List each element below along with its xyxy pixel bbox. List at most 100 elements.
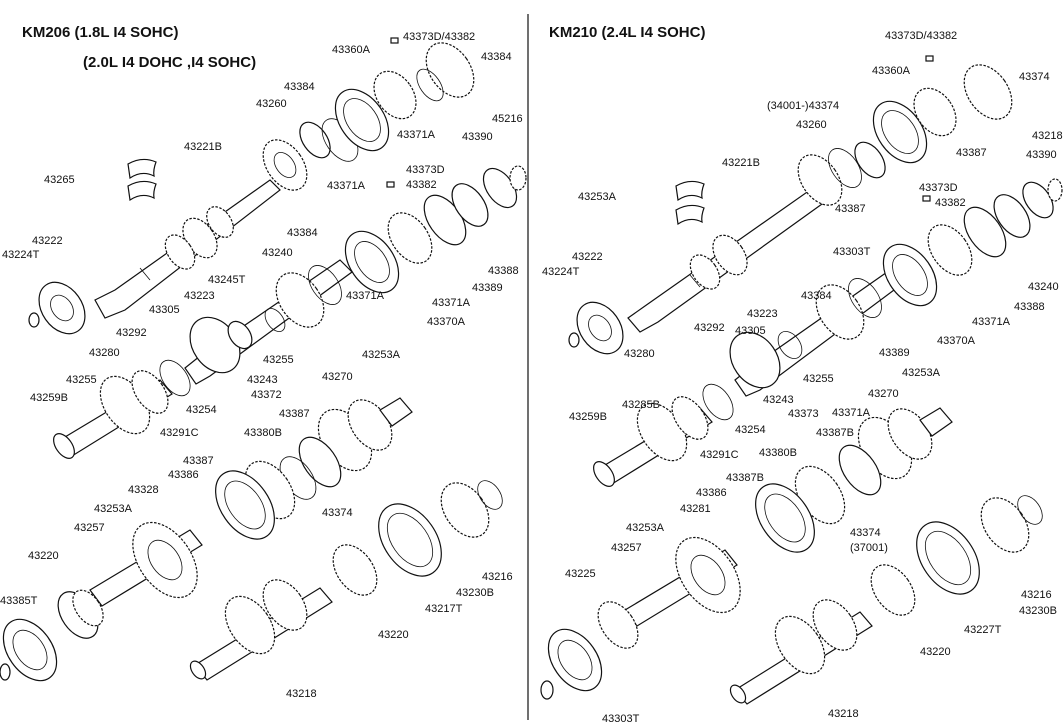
bushing-43265 [127,158,157,202]
right-part-label-8: 43390 [1026,149,1057,161]
bearing-race-43220-right [916,521,980,595]
left-part-label-14: 43224T [2,249,40,261]
left-part-label-29: 43370A [427,316,466,328]
right-part-label-31: 43254 [735,424,766,436]
right-part-label-14: 43224T [542,266,580,278]
right-part-label-45: 43225 [565,568,596,580]
right-part-label-43: 43374 [850,527,881,539]
right-part-label-34: 43270 [868,388,899,400]
left-part-label-23: 43259B [30,392,68,404]
left-part-label-28: 43371A [346,290,385,302]
right-part-label-16: 43384 [801,290,832,302]
bearing-43222 [38,281,86,335]
left-part-label-26: 43254 [186,404,217,416]
left-part-label-4: 43260 [256,98,287,110]
right-part-label-46: 43216 [1021,589,1052,601]
bearing-cup-43225 [547,628,603,692]
right-part-label-4: 43260 [796,119,827,131]
right-part-label-30: 43243 [763,394,794,406]
synchro-43380B [215,470,275,540]
gear-43240 [275,272,325,328]
left-part-label-35: 43380B [244,427,282,439]
left-part-label-1: 43360A [332,44,371,56]
left-part-label-34: 43387 [279,408,310,420]
right-parts [540,55,1063,705]
right-part-label-37: 43380B [759,447,797,459]
right-part-label-10: 43387 [956,147,987,159]
left-part-label-36: 43387 [183,455,214,467]
right-part-label-5: 43221B [722,157,760,169]
left-part-label-39: 43253A [94,503,133,515]
gear-43253A-right [675,536,741,614]
right-part-label-20: 43371A [972,316,1011,328]
left-part-label-46: 43216 [482,571,513,583]
synchro-43370A-right [882,243,938,307]
right-part-label-11: 43373D [919,182,958,194]
left-part-label-8: 43371A [327,180,366,192]
right-part-label-41: 43253A [626,522,665,534]
right-part-label-48: 43227T [964,624,1002,636]
left-upper-shaft [94,179,281,319]
right-part-label-7: 43218 [1032,130,1063,142]
synchro-43380B-right [755,483,815,553]
right-part-label-12: 43382 [935,197,966,209]
right-part-label-35: 43373 [788,408,819,420]
left-part-label-30: 43388 [488,265,519,277]
right-header-model: KM210 (2.4L I4 SOHC) [549,24,705,41]
right-part-label-3: (34001-)43374 [767,100,839,112]
right-part-label-40: 43281 [680,503,711,515]
left-part-label-37: 43386 [168,469,199,481]
right-part-label-26: 43280 [624,348,655,360]
left-part-label-40: 43257 [74,522,105,534]
left-part-label-50: 43218 [286,688,317,700]
synchro-43360A [334,88,390,152]
gear-43253A-left [132,521,198,599]
right-part-label-9: 43387 [835,203,866,215]
right-part-label-13: 43222 [572,251,603,263]
left-part-label-42: 43385T [0,595,38,607]
right-part-label-18: 43388 [1014,301,1045,313]
left-part-label-12: 43382 [406,179,437,191]
left-part-label-24: 43255 [66,374,97,386]
left-part-label-43: 43270 [322,371,353,383]
bearing-cup-43220-left [2,618,58,682]
left-header-model: KM206 (1.8L I4 SOHC) [22,24,178,41]
left-part-label-0: 43373D/43382 [403,31,475,43]
right-part-label-32: 43291C [700,449,739,461]
synchro-43370A [344,230,400,294]
right-part-label-47: 43230B [1019,605,1057,617]
shaft-end-43259B [53,433,75,459]
left-parts [0,37,527,682]
right-part-label-23: 43223 [747,308,778,320]
bearing-43222-right [576,301,624,355]
right-part-label-49: 43220 [920,646,951,658]
left-part-label-22: 43255 [263,354,294,366]
gear-43260 [262,139,308,191]
right-part-label-2: 43360A [872,65,911,77]
right-part-label-27: 43285B [622,399,660,411]
right-part-label-33: 43253A [902,367,941,379]
left-part-label-7: 43371A [397,129,436,141]
left-part-label-32: 43371A [432,297,471,309]
right-part-label-44: (37001) [850,542,888,554]
left-part-label-6: 43265 [44,174,75,186]
right-part-label-50: 43218 [828,708,859,720]
right-part-label-51: 43303T [602,713,640,725]
left-part-label-2: 43384 [481,51,512,63]
left-header-engines: (2.0L I4 DOHC ,I4 SOHC) [83,54,256,71]
shaft-end-43259B-right [593,461,615,487]
left-part-label-9: 45216 [492,113,523,125]
bearing-race-43220 [378,503,442,577]
left-part-labels: 43373D/4338243360A43384433844326043221B4… [0,31,523,700]
left-part-label-48: 43217T [425,603,463,615]
right-part-label-17: 43240 [1028,281,1059,293]
right-part-label-6: 43253A [578,191,617,203]
left-part-label-38: 43328 [128,484,159,496]
right-part-label-15: 43303T [833,246,871,258]
left-part-label-17: 43245T [208,274,246,286]
left-part-label-45: 43374 [322,507,353,519]
left-part-label-47: 43230B [456,587,494,599]
left-part-label-31: 43389 [472,282,503,294]
left-part-label-11: 43373D [406,164,445,176]
